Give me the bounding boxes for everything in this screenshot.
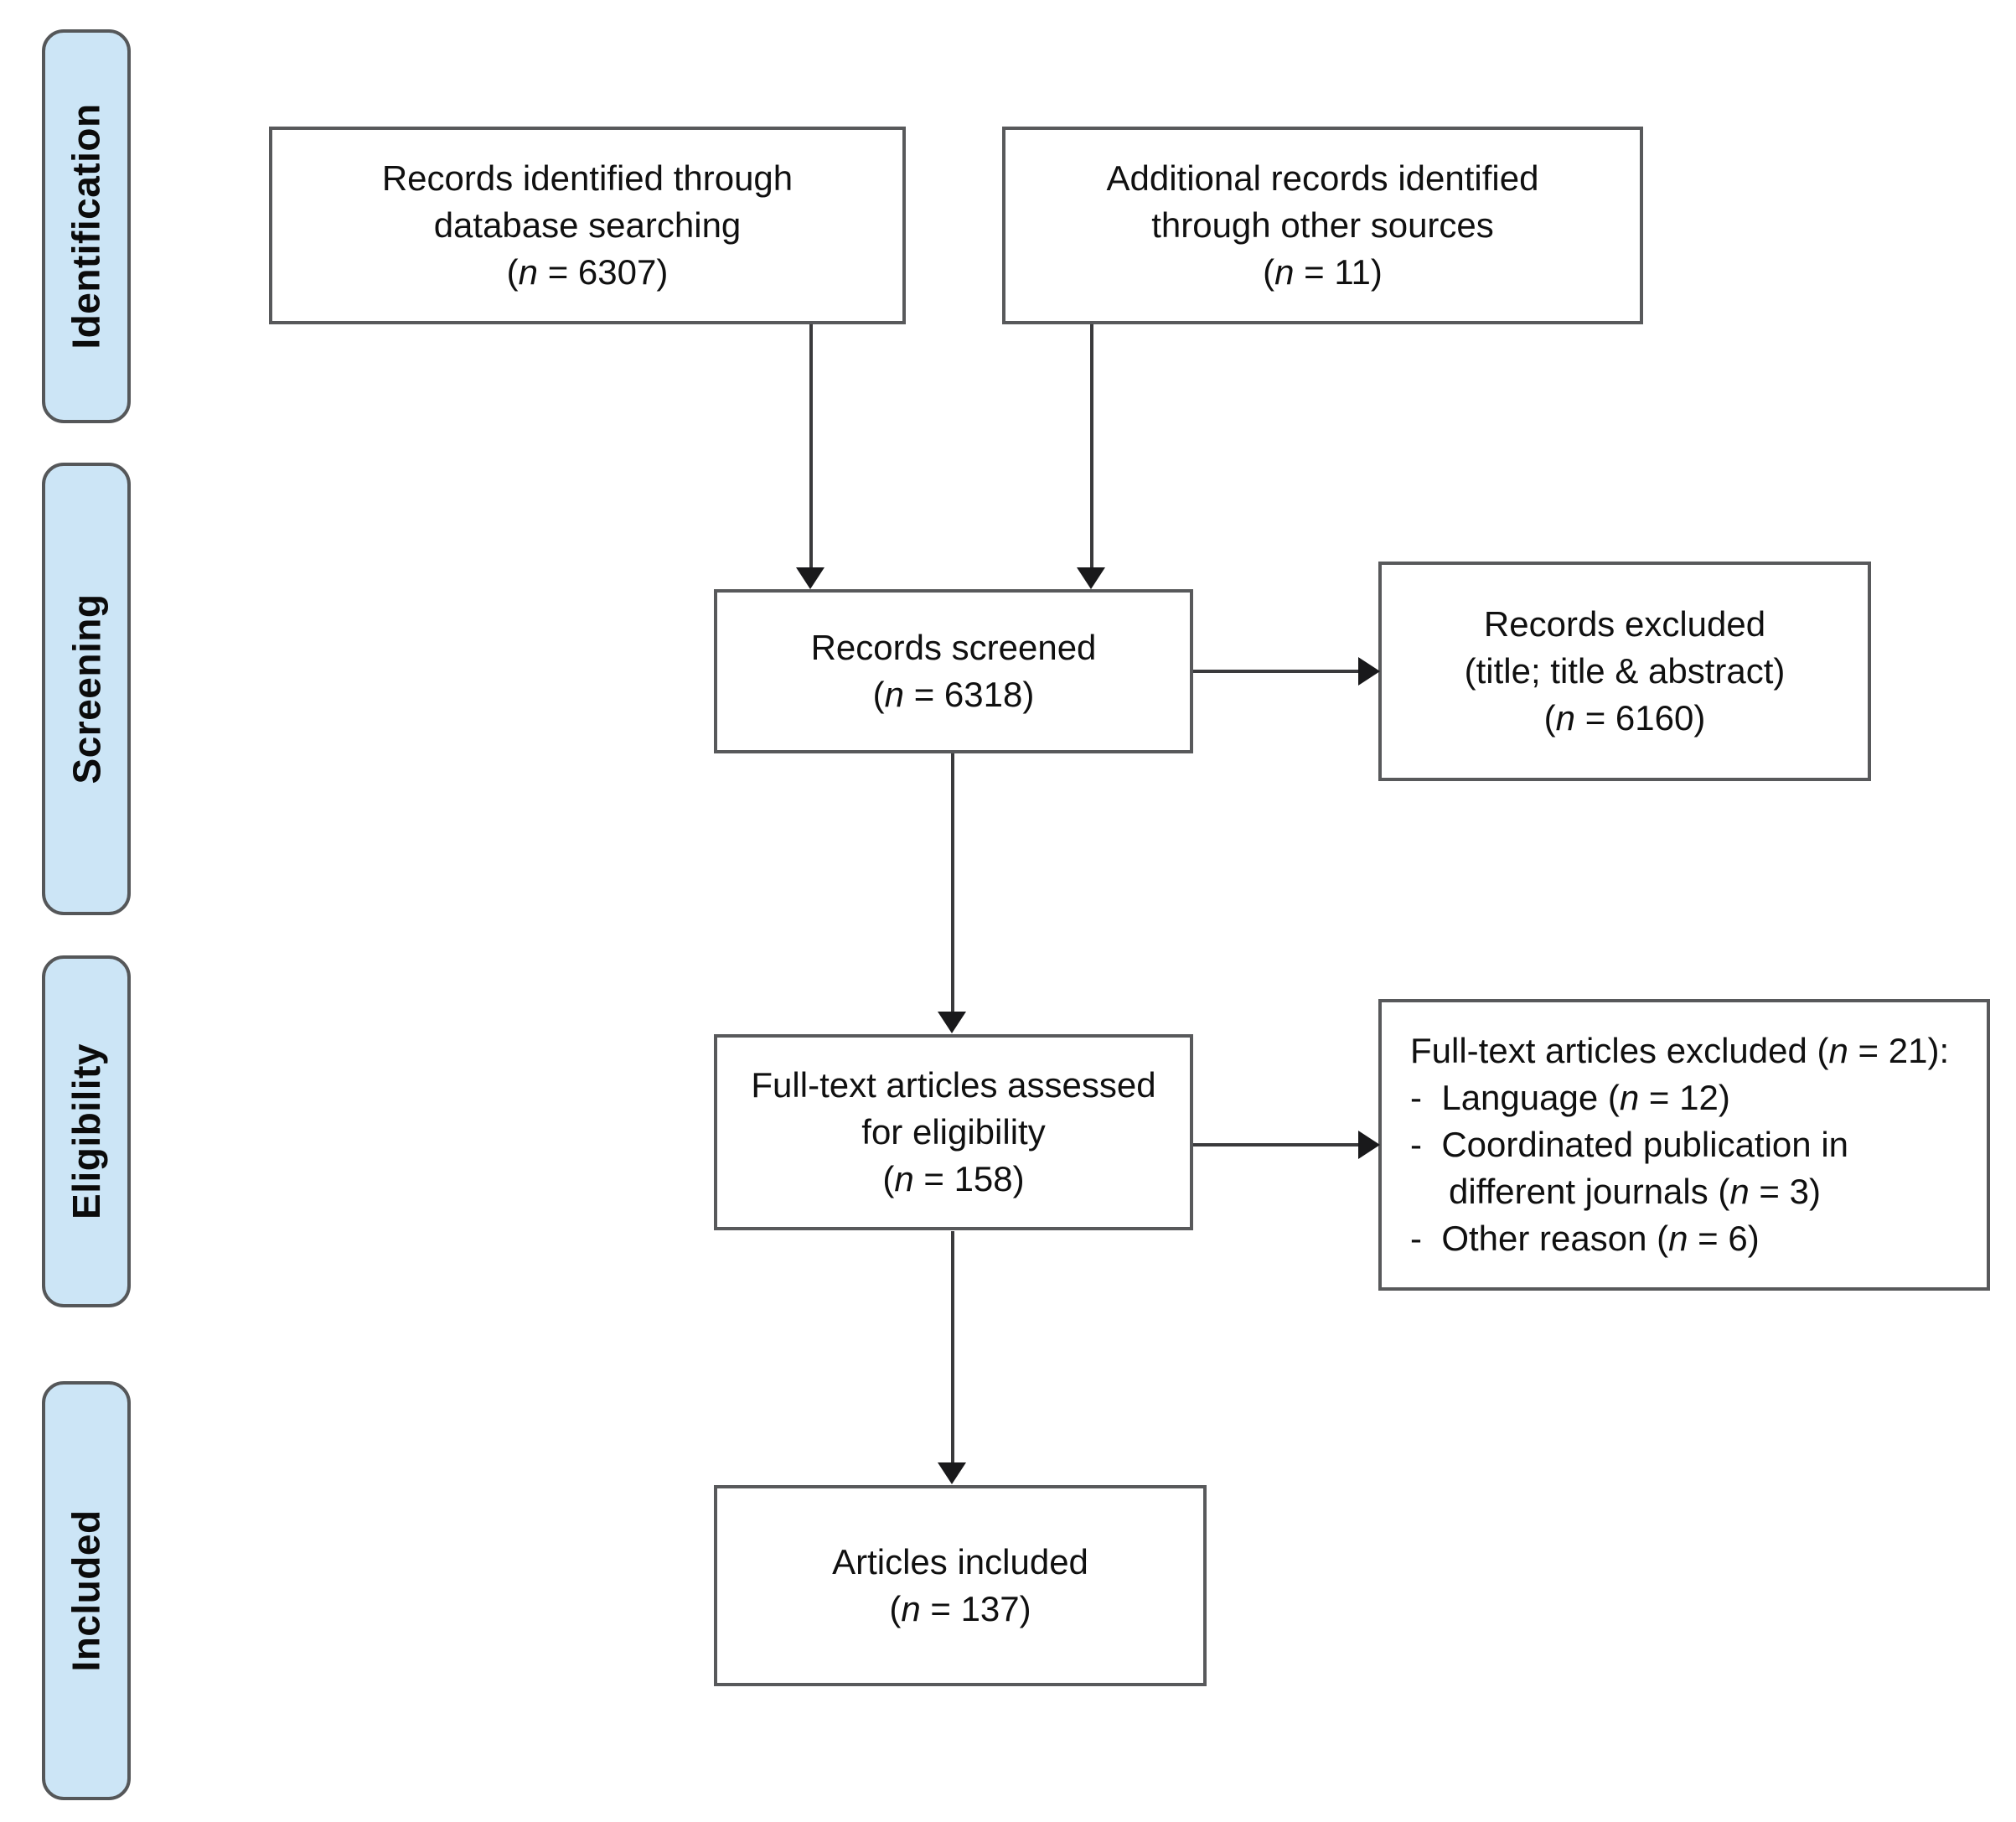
excluded-reason-coordinated-line1: - Coordinated publication in <box>1410 1125 1849 1165</box>
box-line-1: Articles included <box>832 1542 1088 1582</box>
box-line-1: Additional records identified <box>1106 158 1539 199</box>
box-fulltext-excluded: Full-text articles excluded (n = 21): - … <box>1378 999 1990 1291</box>
box-count: (n = 158) <box>882 1158 1025 1198</box>
box-line-2: through other sources <box>1151 205 1494 246</box>
arrowhead-other-to-screened <box>1077 567 1105 589</box>
connector-other-to-screened <box>1090 324 1093 569</box>
box-count: (n = 11) <box>1263 251 1383 292</box>
box-records-excluded: Records excluded (title; title & abstrac… <box>1378 562 1871 781</box>
n-symbol: n <box>894 1158 914 1198</box>
n-symbol: n <box>1668 1218 1688 1258</box>
excluded-reason-coordinated-line2: different journals (n = 3) <box>1449 1171 1821 1211</box>
stage-chip-eligibility: Eligibility <box>42 955 131 1307</box>
arrowhead-screened-to-excluded <box>1358 657 1380 686</box>
n-symbol: n <box>1555 697 1576 738</box>
box-count: (n = 137) <box>889 1589 1031 1628</box>
box-line-1: Records excluded <box>1483 604 1766 644</box>
connector-assessed-to-excluded <box>1193 1143 1362 1147</box>
box-additional-records-other-sources: Additional records identified through ot… <box>1002 127 1643 324</box>
n-symbol: n <box>1729 1171 1750 1211</box>
box-line-1: Records identified through <box>381 158 793 199</box>
excluded-reason-language: - Language (n = 12) <box>1410 1078 1730 1118</box>
box-line-2: for eligibility <box>861 1112 1046 1152</box>
box-line-2: (title; title & abstract) <box>1464 651 1786 691</box>
stage-chip-identification: Identification <box>42 29 131 423</box>
n-symbol: n <box>1828 1031 1848 1071</box>
box-articles-included: Articles included (n = 137) <box>714 1485 1207 1686</box>
box-records-identified-database: Records identified through database sear… <box>269 127 906 324</box>
stage-label-screening: Screening <box>65 593 109 784</box>
excluded-heading: Full-text articles excluded (n = 21): <box>1410 1031 1950 1071</box>
stage-chip-included: Included <box>42 1381 131 1800</box>
arrowhead-assessed-to-included <box>938 1462 966 1484</box>
box-count: (n = 6307) <box>506 251 669 292</box>
box-records-screened: Records screened (n = 6318) <box>714 589 1193 753</box>
stage-label-eligibility: Eligibility <box>65 1043 108 1219</box>
box-count: (n = 6160) <box>1543 697 1706 738</box>
connector-screened-to-excluded <box>1193 670 1362 673</box>
excluded-reason-other: - Other reason (n = 6) <box>1410 1218 1760 1258</box>
n-symbol: n <box>1619 1078 1640 1118</box>
stage-label-included: Included <box>65 1509 108 1672</box>
connector-screened-to-fulltext <box>951 753 954 1013</box>
n-symbol: n <box>1274 251 1295 292</box>
stage-chip-screening: Screening <box>42 463 131 915</box>
box-fulltext-assessed: Full-text articles assessed for eligibil… <box>714 1034 1193 1230</box>
arrowhead-database-to-screened <box>796 567 824 589</box>
box-line-1: Records screened <box>810 628 1097 668</box>
arrowhead-assessed-to-excluded <box>1358 1131 1380 1159</box>
box-line-2: database searching <box>433 205 742 246</box>
n-symbol: n <box>884 675 905 714</box>
box-count: (n = 6318) <box>872 675 1035 714</box>
connector-assessed-to-included <box>951 1231 954 1464</box>
connector-database-to-screened <box>809 324 813 569</box>
stage-label-identification: Identification <box>65 103 109 349</box>
n-symbol: n <box>901 1589 921 1628</box>
n-symbol: n <box>518 251 539 292</box>
box-line-1: Full-text articles assessed <box>751 1065 1156 1105</box>
arrowhead-screened-to-fulltext <box>938 1012 966 1033</box>
